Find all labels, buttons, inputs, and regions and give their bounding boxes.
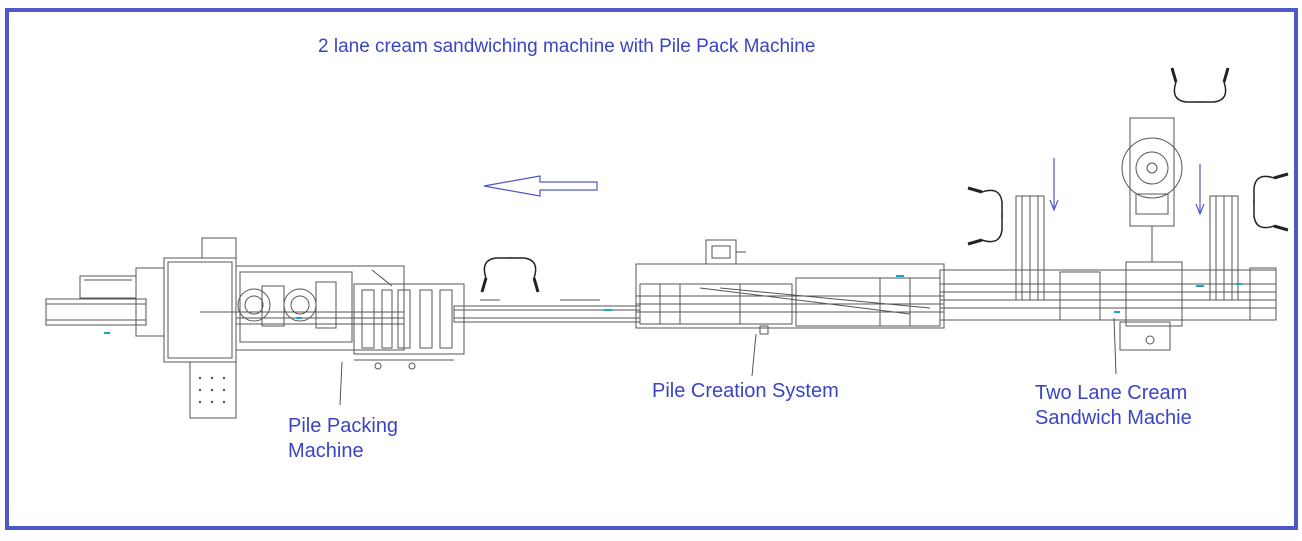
label-pile-packing: Pile Packing bbox=[288, 415, 399, 437]
accent-markers bbox=[104, 275, 1242, 334]
pile-creation-system bbox=[635, 239, 945, 377]
operator-icon bbox=[1170, 67, 1230, 103]
feed-arrow-left bbox=[1049, 158, 1059, 212]
two-lane-cream-sandwich-machine bbox=[939, 117, 1277, 375]
label-sandwich-machine: Sandwich Machie bbox=[1035, 407, 1192, 429]
feed-arrow-right bbox=[1195, 164, 1205, 216]
operator-icon bbox=[480, 257, 540, 293]
label-pile-packing-machine: Machine bbox=[288, 440, 364, 462]
pile-packing-machine bbox=[45, 237, 465, 419]
operator-icon bbox=[1253, 172, 1289, 232]
label-two-lane-cream: Two Lane Cream bbox=[1035, 382, 1188, 404]
diagram-frame bbox=[5, 8, 1298, 530]
infeed-conveyor bbox=[453, 299, 641, 323]
label-pile-creation-system: Pile Creation System bbox=[652, 380, 839, 402]
diagram-title: 2 lane cream sandwiching machine with Pi… bbox=[318, 36, 816, 57]
dot-grid bbox=[198, 376, 226, 404]
operator-icon bbox=[967, 186, 1003, 246]
flow-direction-arrow bbox=[483, 175, 598, 197]
